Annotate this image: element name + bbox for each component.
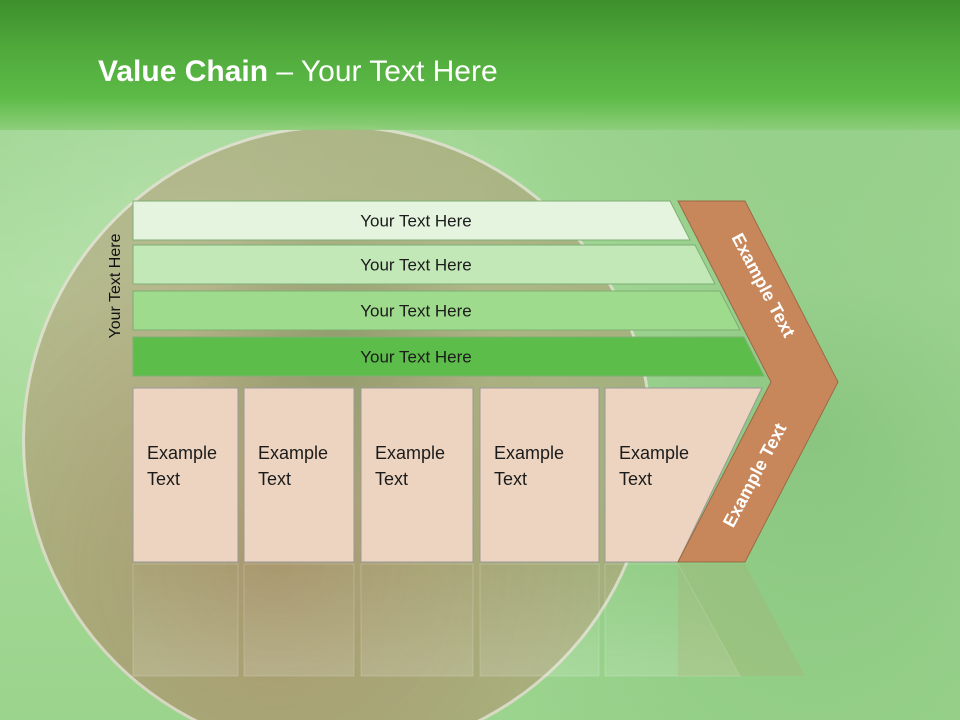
support-bar-label: Your Text Here: [360, 302, 472, 321]
reflection-box: [479, 563, 600, 677]
primary-box-shape: [360, 387, 474, 563]
primary-box-line2: Text: [494, 469, 527, 489]
primary-box-line1: Example: [258, 443, 328, 463]
reflection-box: [243, 563, 355, 677]
margin-chevron-shape: [677, 200, 839, 563]
primary-box-line2: Text: [147, 469, 180, 489]
support-bar-shape: [132, 336, 765, 377]
reflection-box: [604, 563, 741, 677]
primary-box-line2: Text: [375, 469, 408, 489]
support-bar: Your Text Here: [132, 244, 716, 285]
primary-box-line1: Example: [147, 443, 217, 463]
reflection-box: [132, 563, 239, 677]
reflection-chevron: [678, 564, 805, 676]
support-bar: Your Text Here: [132, 336, 765, 377]
primary-box-line1: Example: [375, 443, 445, 463]
diagram-reflection: [132, 563, 805, 677]
title-rest: – Your Text Here: [268, 55, 498, 88]
primary-box-line1: Example: [619, 443, 689, 463]
support-bar: Your Text Here: [132, 200, 691, 241]
support-bar-shape: [132, 244, 716, 285]
primary-box-line2: Text: [619, 469, 652, 489]
reflection-box: [360, 563, 474, 677]
primary-box-shape: [132, 387, 239, 563]
support-bar-label: Your Text Here: [360, 256, 472, 275]
support-bar-shape: [132, 290, 741, 331]
support-bar-label: Your Text Here: [360, 348, 472, 367]
header-band: [0, 0, 960, 130]
primary-box-shape: [479, 387, 600, 563]
primary-box-line2: Text: [258, 469, 291, 489]
support-bar-label: Your Text Here: [360, 212, 472, 231]
slide-title: Value Chain – Your Text Here: [98, 55, 498, 89]
primary-box-shape: [243, 387, 355, 563]
title-bold: Value Chain: [98, 55, 269, 88]
support-bar-shape: [132, 200, 691, 241]
support-bar: Your Text Here: [132, 290, 741, 331]
primary-box-line1: Example: [494, 443, 564, 463]
